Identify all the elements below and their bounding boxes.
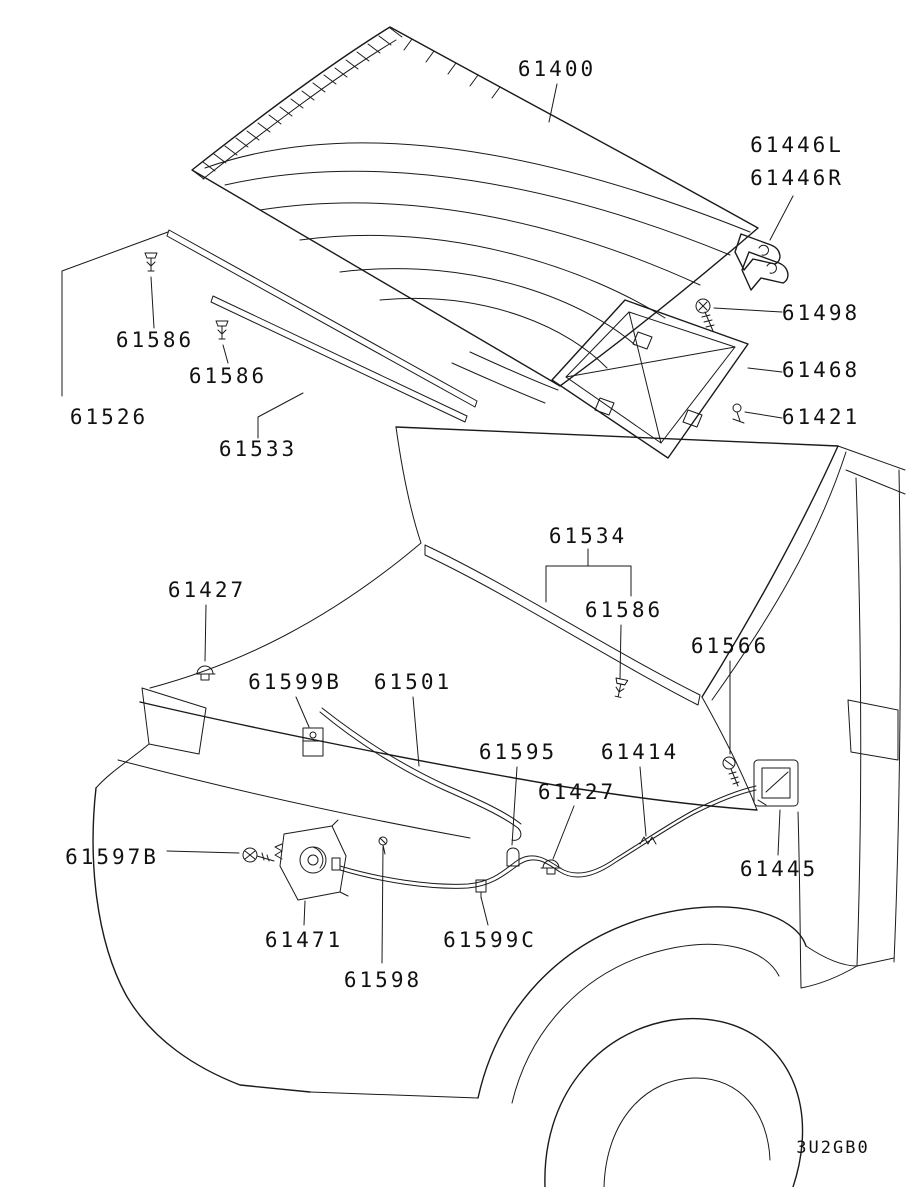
label-cowl-screw: 61566 (691, 634, 769, 658)
label-lock-frame: 61468 (782, 358, 860, 382)
hood-hinge-left-curl (758, 244, 769, 256)
label-hinge-left: 61446L (750, 133, 844, 157)
stay-rod (319, 707, 522, 841)
rod-holder-icon (302, 727, 324, 757)
cable-clamp-icon (506, 847, 520, 867)
hood-hinge-right (741, 251, 789, 291)
hood-hinge-right-curl (766, 262, 777, 274)
hood-surface-lines (204, 142, 751, 369)
label-left-bumper: 61427 (168, 578, 246, 602)
latch-bolt-icon (242, 847, 275, 863)
left-bumper-icon (194, 665, 216, 681)
hood-edge-line (202, 39, 397, 180)
cowl-screw-icon (722, 756, 740, 787)
label-cowl-strip: 61534 (549, 524, 627, 548)
cable-end-ferrule (331, 857, 341, 871)
label-rear-strip-clip: 61586 (189, 364, 267, 388)
hood-front-lip (451, 351, 559, 404)
label-release-handle: 61445 (740, 857, 818, 881)
label-stay-rod: 61501 (374, 670, 452, 694)
label-hood-latch: 61471 (265, 928, 343, 952)
release-handle-icon (753, 759, 799, 807)
rear-weatherstrip (210, 295, 468, 423)
hood-latch (274, 819, 349, 901)
front-weatherstrip (166, 229, 478, 408)
label-front-strip-clip: 61586 (116, 328, 194, 352)
hood-edge-hatching (191, 27, 501, 180)
label-cowl-strip-clip: 61586 (585, 598, 663, 622)
label-cable-clamp: 61595 (479, 740, 557, 764)
label-front-strip: 61526 (70, 405, 148, 429)
label-hinge-bolt: 61498 (782, 301, 860, 325)
label-hood: 61400 (518, 57, 596, 81)
diagram-code: 3U2GB0 (796, 1138, 869, 1158)
label-latch-bolt: 61597B (65, 845, 159, 869)
label-hinge-right: 61446R (750, 166, 844, 190)
label-rod-holder: 61599B (248, 670, 342, 694)
label-rear-strip: 61533 (219, 437, 297, 461)
cowl-weatherstrip (424, 544, 701, 706)
hood-outline (191, 26, 759, 387)
push-clip-icon (144, 252, 158, 272)
label-cable-clip: 61599C (443, 928, 537, 952)
push-clip-icon (215, 320, 229, 340)
body-outline (92, 426, 906, 1187)
frame-clip-icon (732, 403, 745, 424)
label-right-bumper: 61427 (538, 780, 616, 804)
label-rod-screw: 61598 (344, 968, 422, 992)
hood-hinge-left (734, 233, 781, 271)
lock-frame (551, 299, 749, 459)
right-bumper-icon (540, 859, 562, 875)
label-frame-clip: 61421 (782, 405, 860, 429)
label-release-cable: 61414 (601, 740, 679, 764)
push-clip-icon (611, 677, 629, 699)
rod-screw-icon (378, 836, 388, 855)
leader-lines (61, 83, 794, 964)
hinge-bolt-icon (695, 298, 715, 332)
